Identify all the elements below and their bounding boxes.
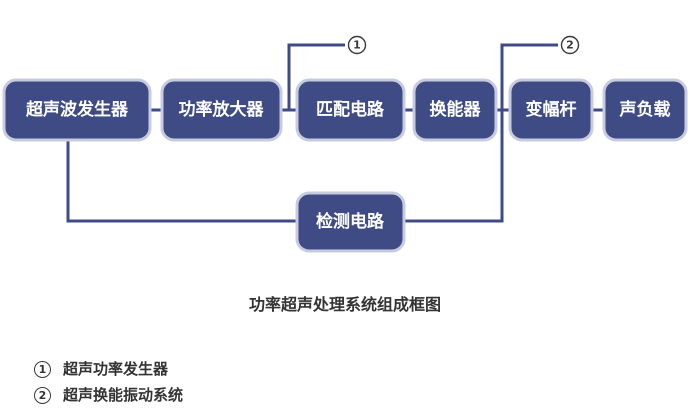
marker-2-number: 2 (566, 39, 574, 52)
legend-label: 超声换能振动系统 (63, 386, 184, 404)
node-amplifier: 功率放大器 (160, 78, 283, 142)
legend-number: 1 (34, 360, 51, 378)
marker-1-number: 1 (353, 39, 361, 52)
block-diagram: 超声波发生器 功率放大器 匹配电路 换能器 变幅杆 声负载 检测电路 1 2 (2, 35, 688, 253)
legend-item: 1 超声功率发生器 (34, 356, 183, 382)
node-amplifier-label: 功率放大器 (179, 99, 265, 120)
node-transducer: 换能器 (412, 78, 498, 142)
diagram-caption: 功率超声处理系统组成框图 (248, 295, 441, 314)
legend-label: 超声功率发生器 (63, 360, 169, 378)
node-transducer-label: 换能器 (430, 99, 482, 120)
node-horn: 变幅杆 (508, 78, 594, 142)
marker-2: 2 (560, 35, 580, 55)
node-generator-label: 超声波发生器 (26, 99, 129, 120)
node-load-label: 声负载 (619, 99, 671, 120)
node-horn-label: 变幅杆 (526, 99, 577, 120)
edge-boundary-marker-1 (287, 43, 345, 110)
node-detector-label: 检测电路 (316, 211, 385, 232)
edge-detector-boundary (404, 43, 558, 223)
legend: 1 超声功率发生器 2 超声换能振动系统 (34, 356, 183, 408)
node-matching-label: 匹配电路 (316, 99, 385, 120)
node-matching: 匹配电路 (295, 78, 406, 142)
legend-item: 2 超声换能振动系统 (34, 382, 183, 408)
node-detector: 检测电路 (295, 191, 406, 253)
node-generator: 超声波发生器 (2, 78, 152, 142)
marker-1: 1 (347, 35, 367, 55)
node-load: 声负载 (602, 78, 688, 142)
legend-number: 2 (34, 386, 51, 404)
edge-generator-detector (66, 140, 297, 223)
